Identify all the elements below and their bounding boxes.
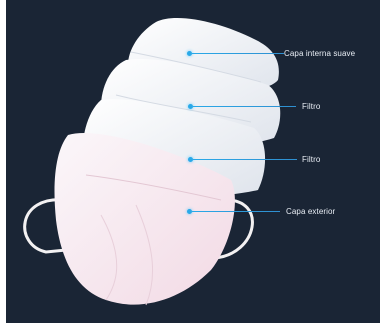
leader-line [192, 211, 280, 212]
leader-line [193, 159, 297, 160]
layer-label: Filtro [302, 155, 320, 164]
leader-line [192, 53, 284, 54]
leader-line [193, 106, 296, 107]
layer-label: Capa exterior [286, 207, 335, 216]
layer-label: Capa interna suave [284, 49, 355, 58]
layer-label: Filtro [302, 102, 320, 111]
diagram-panel: Capa interna suave Filtro Filtro Capa ex… [6, 0, 380, 323]
